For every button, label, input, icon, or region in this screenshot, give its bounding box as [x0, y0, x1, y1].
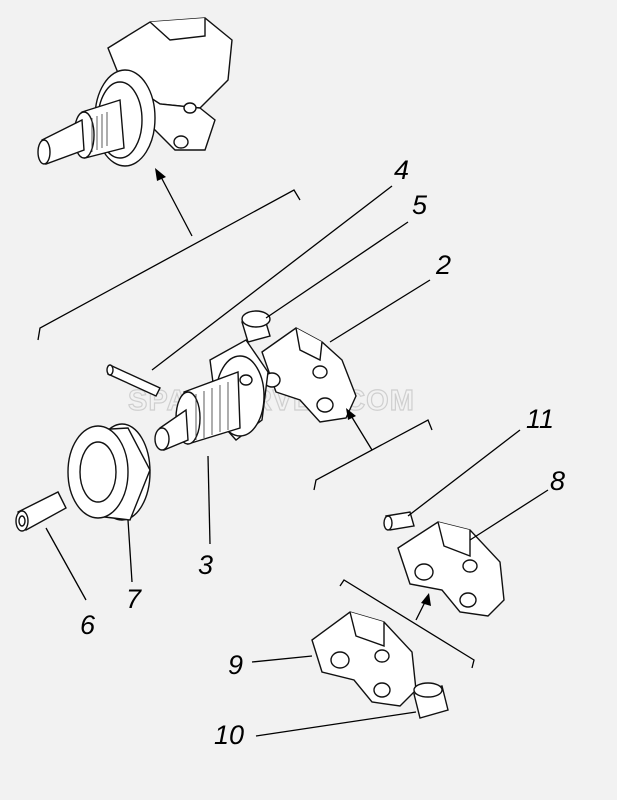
bracket-2 [313, 419, 433, 491]
callout-8: 8 [550, 466, 565, 496]
callout-6: 6 [80, 610, 96, 640]
watermark: SPAREERVER.COM [128, 385, 415, 417]
part-3-gear-shaft [154, 339, 269, 451]
part-7-bearing [67, 423, 151, 521]
part-10-bushing [413, 682, 449, 719]
callout-4: 4 [394, 155, 409, 185]
part-9-lever [311, 611, 417, 707]
callout-10: 10 [214, 720, 244, 750]
callout-9: 9 [228, 650, 243, 680]
callout-2: 2 [435, 250, 451, 280]
callout-3: 3 [198, 550, 213, 580]
arrow-to-top-assembly [159, 174, 193, 237]
bracket-main [37, 189, 301, 341]
part-4-pin [106, 364, 161, 397]
callout-5: 5 [412, 190, 428, 220]
callout-11: 11 [526, 404, 554, 434]
part-2-lever [261, 327, 357, 423]
part-5-bushing [241, 310, 271, 343]
complete-assembly-drawing [37, 17, 233, 167]
part-6-sleeve [15, 491, 67, 532]
arrow-to-part-2 [349, 413, 373, 451]
part-8-lever [397, 521, 505, 617]
leader-lines [45, 185, 549, 737]
part-11-pin [383, 511, 415, 531]
callout-7: 7 [126, 584, 142, 614]
bracket-3 [339, 579, 475, 669]
